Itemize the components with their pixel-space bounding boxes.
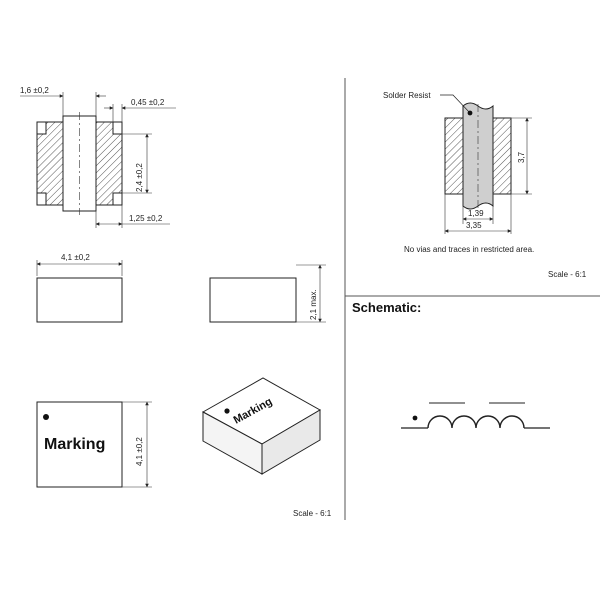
dim-length: 4,1 ±0,2 xyxy=(61,253,90,262)
dim-pad: 1,25 ±0,2 xyxy=(129,214,163,223)
marking-view-body xyxy=(36,401,123,488)
schematic-heading: Schematic: xyxy=(352,300,421,315)
left-scale: Scale - 6:1 xyxy=(293,509,332,518)
iso-pin1-dot xyxy=(224,408,230,414)
solder-resist-label: Solder Resist xyxy=(383,91,431,100)
top-view: 1,6 ±0,2 0,45 ±0,2 2,4 ±0,2 1,25 ±0,2 xyxy=(20,86,176,228)
left-pad xyxy=(444,117,464,195)
marking-view: Marking 4,1 ±0,2 xyxy=(36,401,152,488)
right-scale: Scale - 6:1 xyxy=(548,270,587,279)
dim-land-inner: 1,39 xyxy=(468,209,484,218)
land-pattern: Solder Resist 3,7 1,39 3,35 No vias and … xyxy=(383,91,587,279)
dim-land-outer: 3,35 xyxy=(466,221,482,230)
right-pad xyxy=(492,117,512,195)
dim-land-height: 3,7 xyxy=(517,151,526,163)
isometric-view: Marking xyxy=(201,377,322,475)
restricted-area-note: No vias and traces in restricted area. xyxy=(404,245,534,254)
schematic: Schematic: xyxy=(352,300,550,429)
dim-gap: 0,45 ±0,2 xyxy=(131,98,165,107)
polarity-dot xyxy=(412,415,418,421)
right-terminal xyxy=(95,121,123,206)
dim-terminal-width: 1,6 ±0,2 xyxy=(20,86,49,95)
side-view-body xyxy=(209,277,297,323)
side-view: 2,1 max. xyxy=(209,264,326,323)
dim-height: 2,1 max. xyxy=(309,289,318,320)
front-view: 4,1 ±0,2 xyxy=(36,253,123,323)
inductor-symbol xyxy=(401,402,550,429)
marking-text: Marking xyxy=(44,436,105,453)
dim-terminal-height: 2,4 ±0,2 xyxy=(135,163,144,192)
dim-width: 4,1 ±0,2 xyxy=(135,437,144,466)
front-view-body xyxy=(36,277,123,323)
pin1-dot xyxy=(43,414,49,420)
